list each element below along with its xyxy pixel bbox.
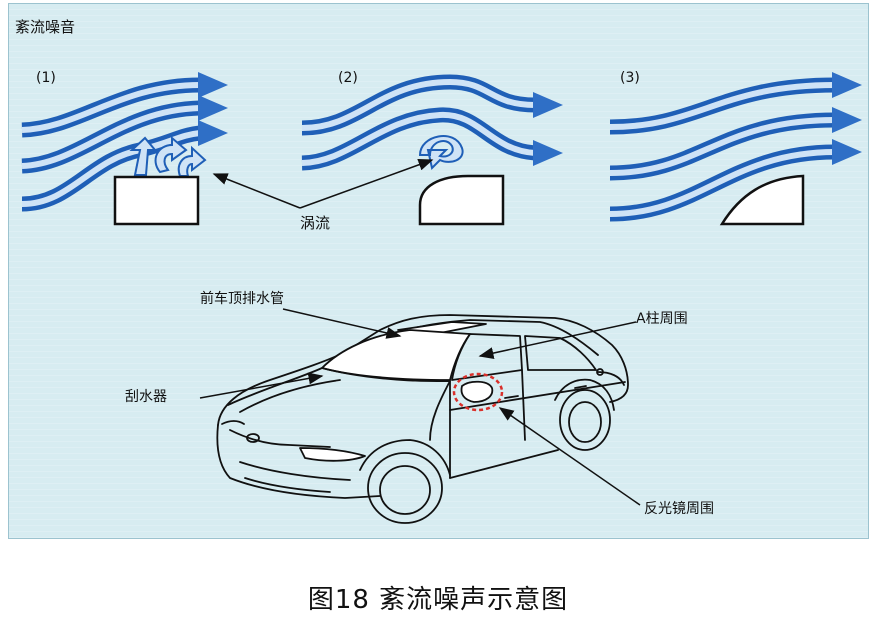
flow-label-1: (1) — [36, 70, 56, 86]
vortex-label: 涡流 — [300, 214, 331, 232]
streamlined-obstacle — [719, 174, 805, 226]
streamline-arrow — [21, 95, 228, 174]
streamline-arrow — [609, 107, 862, 181]
a-pillar-label: A柱周围 — [636, 311, 688, 327]
panel-title: 紊流噪音 — [15, 18, 76, 36]
car-pointer-lines — [199, 308, 641, 506]
wiper-label: 刮水器 — [125, 389, 167, 405]
roof-drain-label: 前车顶排水管 — [200, 291, 284, 307]
streamline-arrow — [21, 120, 228, 212]
streamline-arrow — [609, 139, 862, 222]
figure-caption: 图18 紊流噪声示意图 — [307, 585, 569, 615]
square-obstacle — [113, 175, 200, 226]
streamline-arrow — [21, 72, 228, 138]
flow-diagram-3 — [609, 72, 862, 226]
mirror-highlight-circle — [452, 372, 504, 412]
vortex-arrows — [129, 135, 207, 177]
rounded-obstacle — [418, 174, 505, 226]
flow-label-3: (3) — [620, 70, 640, 86]
flow-label-2: (2) — [338, 70, 358, 86]
streamline-arrow — [301, 107, 563, 171]
streamline-arrow — [301, 74, 563, 136]
mirror-label: 反光镜周围 — [644, 501, 714, 517]
streamline-arrow — [609, 72, 862, 135]
flow-diagram-1 — [21, 72, 228, 226]
vortex-pointer-lines — [212, 158, 434, 209]
flow-diagram-2 — [301, 74, 563, 226]
car-illustration — [216, 314, 629, 524]
vortex-arrows — [418, 135, 464, 170]
